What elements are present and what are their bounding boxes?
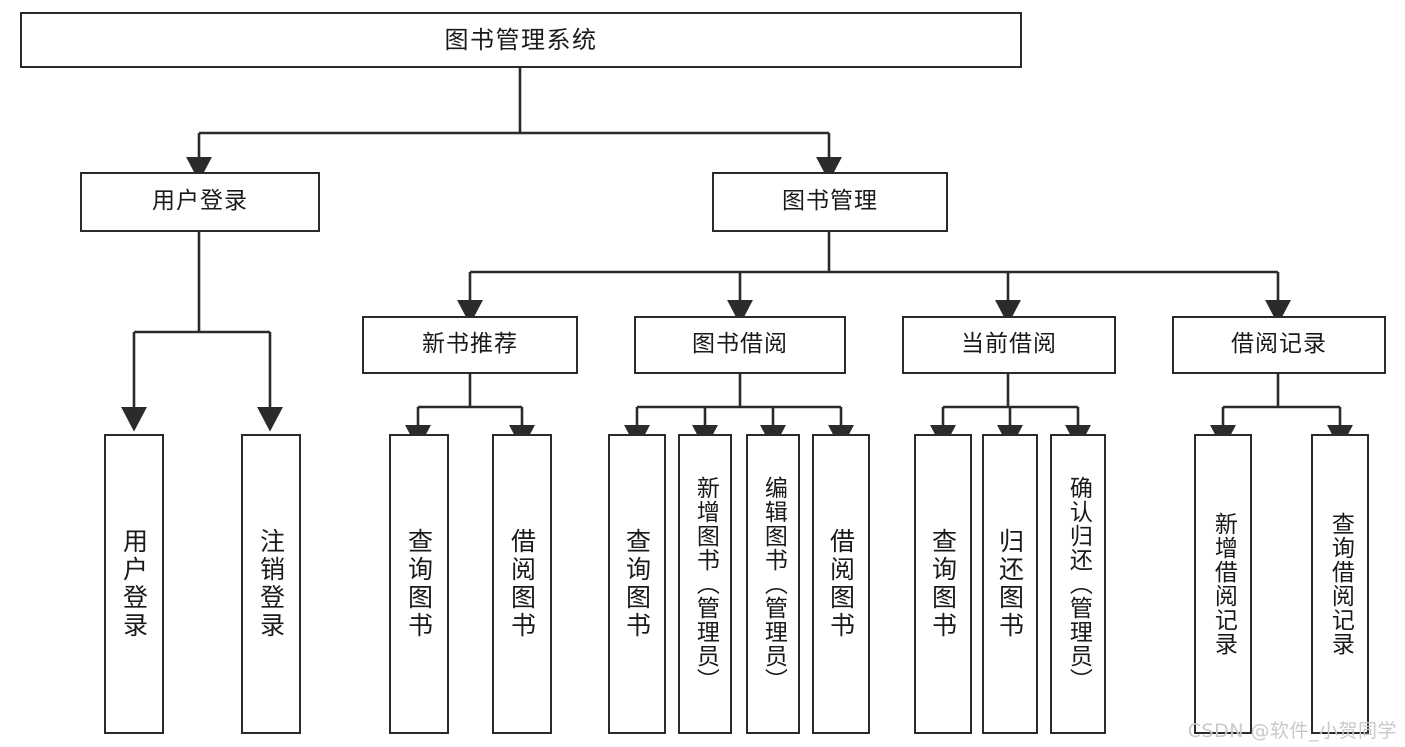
node-label: 图书管理	[782, 188, 878, 215]
node-label: 借阅记录	[1231, 331, 1327, 358]
leaf-query-book-current[interactable]: 查询图书	[914, 434, 972, 734]
leaf-add-book-admin[interactable]: 新增图书（管理员）	[678, 434, 732, 734]
leaf-borrow-book[interactable]: 借阅图书	[812, 434, 870, 734]
leaf-return-book[interactable]: 归还图书	[982, 434, 1038, 734]
leaf-query-book-newbook[interactable]: 查询图书	[389, 434, 449, 734]
node-label: 查询借阅记录	[1327, 512, 1354, 656]
leaf-edit-book-admin[interactable]: 编辑图书（管理员）	[746, 434, 800, 734]
node-label: 确认归还（管理员）	[1065, 476, 1092, 692]
node-label: 查询图书	[928, 528, 958, 640]
node-label: 注销登录	[256, 528, 286, 640]
watermark-text: CSDN @软件_小贺同学	[1187, 720, 1397, 742]
node-current-borrow[interactable]: 当前借阅	[902, 316, 1116, 374]
node-borrow-record[interactable]: 借阅记录	[1172, 316, 1386, 374]
node-label: 图书借阅	[692, 331, 788, 358]
node-label: 查询图书	[404, 528, 434, 640]
node-user-login[interactable]: 用户登录	[80, 172, 320, 232]
node-label: 查询图书	[622, 528, 652, 640]
node-root-system[interactable]: 图书管理系统	[20, 12, 1022, 68]
node-label: 图书管理系统	[444, 25, 598, 54]
node-label: 编辑图书（管理员）	[760, 476, 787, 692]
leaf-add-borrow-record[interactable]: 新增借阅记录	[1194, 434, 1252, 734]
node-book-borrow[interactable]: 图书借阅	[634, 316, 846, 374]
leaf-user-login[interactable]: 用户登录	[104, 434, 164, 734]
leaf-query-borrow-record[interactable]: 查询借阅记录	[1311, 434, 1369, 734]
node-label: 借阅图书	[507, 528, 537, 640]
node-book-management[interactable]: 图书管理	[712, 172, 948, 232]
node-new-book-recommend[interactable]: 新书推荐	[362, 316, 578, 374]
node-label: 用户登录	[119, 528, 149, 640]
leaf-confirm-return-admin[interactable]: 确认归还（管理员）	[1050, 434, 1106, 734]
node-label: 当前借阅	[961, 331, 1057, 358]
leaf-query-book-borrow[interactable]: 查询图书	[608, 434, 666, 734]
node-label: 用户登录	[152, 188, 248, 215]
node-label: 借阅图书	[826, 528, 856, 640]
node-label: 归还图书	[995, 528, 1025, 640]
node-label: 新增图书（管理员）	[692, 476, 719, 692]
node-label: 新增借阅记录	[1210, 512, 1237, 656]
node-label: 新书推荐	[422, 331, 518, 358]
leaf-logout-login[interactable]: 注销登录	[241, 434, 301, 734]
leaf-borrow-book-newbook[interactable]: 借阅图书	[492, 434, 552, 734]
